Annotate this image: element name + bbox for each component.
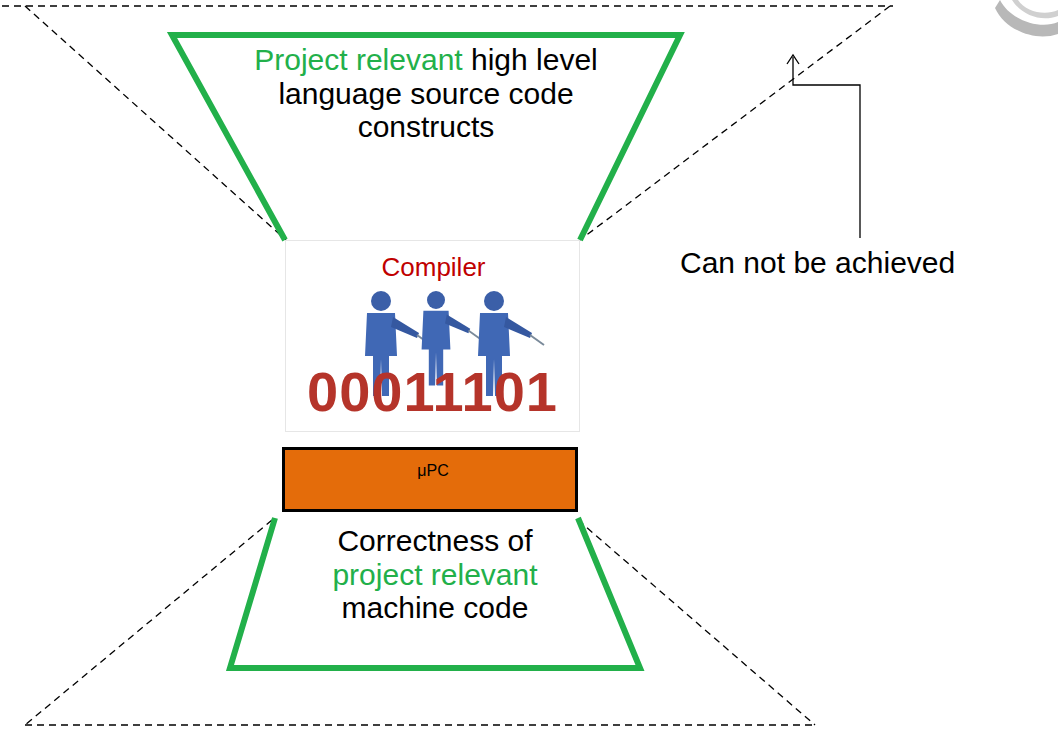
corner-logo: [995, 0, 1058, 36]
node-text: μPC: [293, 462, 573, 480]
trapezoid-edge: [230, 518, 640, 668]
node-label: Correctness of: [337, 524, 532, 557]
node-label: project relevant: [332, 558, 537, 591]
machine-code-trapezoid: Correctness of project relevant machine …: [230, 518, 640, 668]
node-text: Compiler: [294, 253, 574, 282]
dashed-hourglass: [2, 6, 893, 725]
leader-line: [787, 55, 860, 238]
trapezoid-edge: [172, 35, 680, 240]
note-label: Can not be achieved: [680, 246, 955, 280]
node-text: Project relevant high level language sou…: [210, 43, 642, 144]
node-label: machine code: [342, 591, 529, 624]
node-label: μPC: [417, 462, 448, 479]
source-trapezoid: Project relevant high level language sou…: [172, 35, 680, 240]
binary-digits: 00011101: [307, 359, 558, 424]
node-label: Compiler: [381, 252, 485, 282]
node-label: Project relevant: [254, 43, 462, 76]
processor-box: μPC: [282, 447, 578, 512]
node-text: Correctness of project relevant machine …: [299, 524, 571, 625]
